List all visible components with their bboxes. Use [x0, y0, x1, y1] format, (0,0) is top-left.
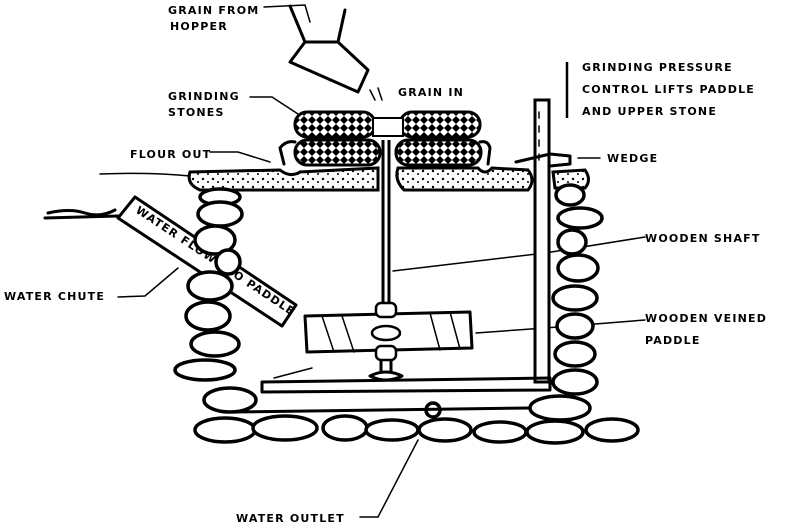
hopper	[288, 4, 383, 101]
grain-in-label: GRAIN IN	[398, 86, 464, 99]
water-outlet-pointer	[359, 439, 419, 518]
wooden-veined-paddle-label-line1: WOODEN VEINED	[645, 312, 767, 325]
wooden-veined-paddle	[303, 301, 474, 362]
flour-line	[99, 172, 191, 177]
wooden-shaft-pointer	[392, 236, 646, 272]
water-outlet-label: WATER OUTLET	[236, 512, 345, 525]
pressure-control-post	[260, 62, 572, 394]
wooden-shaft-label: WOODEN SHAFT	[645, 232, 761, 245]
grain-from-hopper-label-line1: GRAIN FROM	[168, 4, 259, 17]
bottom-stone-floor	[193, 401, 640, 445]
grinding-stones	[278, 110, 492, 167]
grain-from-hopper-pointer	[263, 4, 311, 23]
grinding-pressure-label-line2: CONTROL LIFTS PADDLE	[582, 83, 755, 96]
water-chute-label: WATER CHUTE	[4, 290, 105, 303]
base-slab	[187, 166, 590, 192]
wedge-label: WEDGE	[607, 152, 658, 165]
wooden-veined-paddle-label-line2: PADDLE	[645, 334, 701, 347]
grinding-pressure-label-line1: GRINDING PRESSURE	[582, 61, 733, 74]
flour-out-label: FLOUR OUT	[130, 148, 211, 161]
left-stone-wall	[173, 187, 258, 414]
water-chute: WATER FLOWS TO PADDLE	[43, 195, 298, 328]
grinding-stones-label-line2: STONES	[168, 106, 225, 119]
right-stone-wall	[528, 183, 604, 422]
grinding-pressure-label-line3: AND UPPER STONE	[582, 105, 717, 118]
grain-from-hopper-label-line2: HOPPER	[170, 20, 228, 33]
grinding-stones-pointer	[249, 96, 299, 115]
flour-out-pointer	[209, 151, 271, 163]
grinding-stones-label-line1: GRINDING	[168, 90, 240, 103]
water-chute-pointer	[117, 267, 179, 298]
